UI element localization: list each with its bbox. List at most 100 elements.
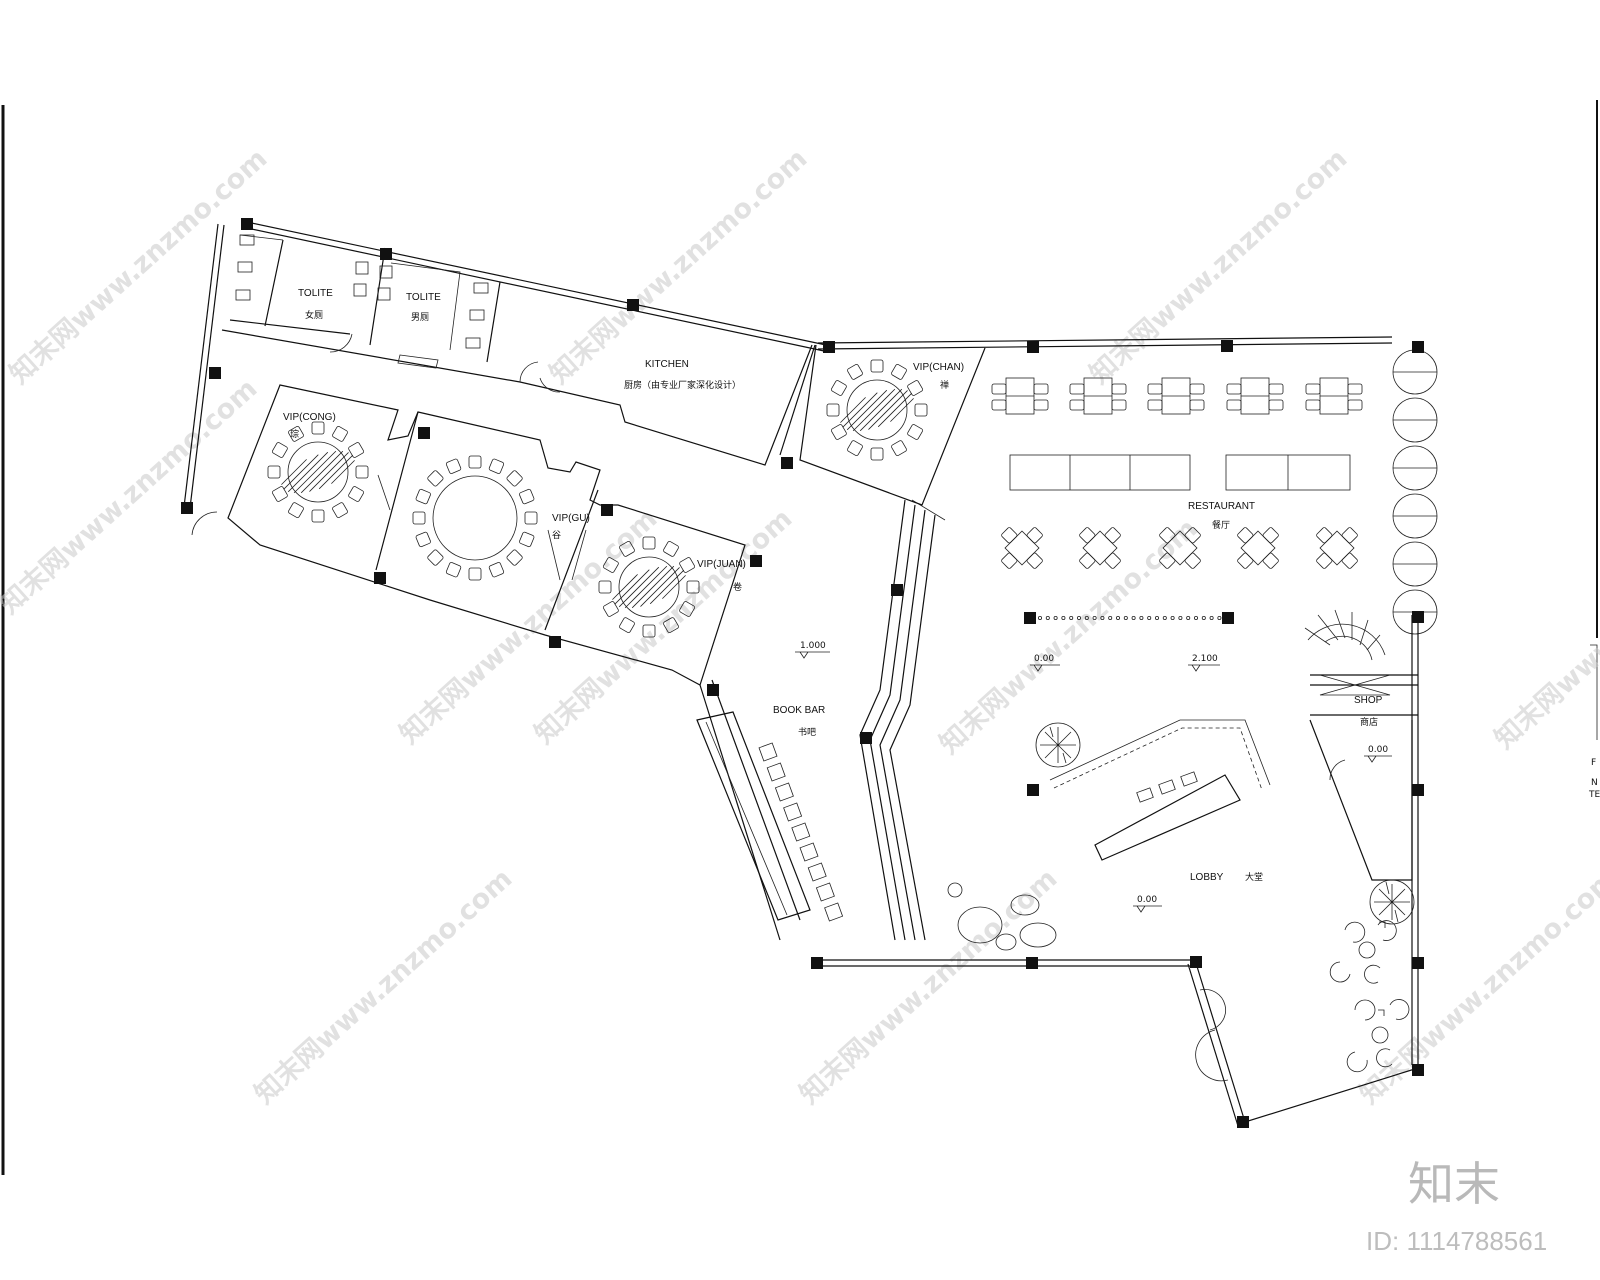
column xyxy=(823,341,835,353)
bar-stool xyxy=(758,742,778,762)
column xyxy=(1026,957,1038,969)
chair xyxy=(272,442,288,458)
bar-stool xyxy=(807,862,827,882)
chair xyxy=(642,536,656,550)
chair xyxy=(427,549,444,566)
shop-cn: 商店 xyxy=(1360,716,1378,728)
watermark-text: 知末网www.znzmo.com xyxy=(544,143,813,390)
bead xyxy=(1217,616,1222,621)
bar-stool xyxy=(774,782,794,802)
chair xyxy=(826,403,840,417)
column xyxy=(380,248,392,260)
elevation-restaurant-right: 2.100 xyxy=(1192,654,1218,664)
lounge-seating xyxy=(1329,920,1410,1073)
restroom-fixtures xyxy=(235,234,489,369)
column xyxy=(418,427,430,439)
bead xyxy=(1053,616,1058,621)
book-bar-label: BOOK BAR xyxy=(773,705,825,716)
chair xyxy=(663,541,679,557)
watermark-text: 知末网www.znzmo.com xyxy=(4,143,273,390)
bead xyxy=(1061,616,1066,621)
chair xyxy=(831,380,847,396)
book-bar-area xyxy=(696,499,946,941)
bead xyxy=(1201,616,1206,621)
round-table xyxy=(412,455,538,581)
bead xyxy=(1045,616,1050,621)
chair xyxy=(468,455,482,469)
chair xyxy=(847,440,863,456)
vip-juan-cn: 卷 xyxy=(733,581,742,593)
elevation-lobby: 0.00 xyxy=(1137,895,1157,905)
tolite-men-label: TOLITE xyxy=(406,292,441,303)
chair xyxy=(663,617,679,633)
bead xyxy=(1139,616,1144,621)
bead xyxy=(1038,616,1043,621)
watermark-text: 知末网www.znzmo.com xyxy=(1084,143,1353,390)
chair xyxy=(311,509,325,523)
tolite-men-cn: 男厕 xyxy=(411,312,429,323)
chair xyxy=(686,580,700,594)
column xyxy=(241,218,253,230)
chair xyxy=(415,531,431,548)
chair xyxy=(891,364,907,380)
chair xyxy=(415,488,431,505)
elevation-book-bar: 1.000 xyxy=(800,641,826,651)
chair xyxy=(288,426,304,442)
chair xyxy=(506,470,523,487)
edge-text: F xyxy=(1591,758,1596,768)
bead xyxy=(1186,616,1191,621)
column xyxy=(707,684,719,696)
bead xyxy=(1178,616,1183,621)
kitchen-cn: 厨房（由专业厂家深化设计） xyxy=(624,379,741,391)
shop-label: SHOP xyxy=(1354,695,1383,706)
round-table xyxy=(267,421,369,523)
bar-stool xyxy=(799,842,819,862)
square-table xyxy=(1305,377,1363,415)
watermark-text: 知末网www.znzmo.com xyxy=(249,863,518,1110)
bead xyxy=(1194,616,1199,621)
bead xyxy=(1123,616,1128,621)
chair xyxy=(914,403,928,417)
bead xyxy=(1108,616,1113,621)
column xyxy=(601,504,613,516)
vip-cong-label: VIP(CONG) xyxy=(283,412,336,423)
structural-columns xyxy=(181,218,1424,1128)
bead xyxy=(1162,616,1167,621)
chair xyxy=(619,617,635,633)
chair xyxy=(506,549,523,566)
column xyxy=(374,572,386,584)
vip-gu-cn: 谷 xyxy=(552,530,561,541)
vip-juan-label: VIP(JUAN) xyxy=(697,559,746,570)
chair xyxy=(355,465,369,479)
elevation-shop: 0.00 xyxy=(1368,745,1388,755)
column xyxy=(750,555,762,567)
west-wing xyxy=(183,221,827,941)
chair xyxy=(603,557,619,573)
lobby-cn: 大堂 xyxy=(1245,871,1263,883)
column xyxy=(1412,611,1424,623)
bead xyxy=(1077,616,1082,621)
tree-icon xyxy=(1035,722,1081,768)
bead xyxy=(1084,616,1089,621)
elevation-marks: 1.000 0.00 2.100 0.00 0.00 xyxy=(795,641,1392,913)
column xyxy=(1412,957,1424,969)
kitchen-label: KITCHEN xyxy=(645,359,689,370)
watermark-id: ID: 1114788561 xyxy=(1366,1226,1547,1256)
chair xyxy=(847,364,863,380)
diamond-table xyxy=(1316,527,1358,569)
square-table xyxy=(1226,377,1284,415)
column xyxy=(1221,340,1233,352)
tolite-women-cn: 女厕 xyxy=(305,309,323,321)
vip-cong-cn: 琮 xyxy=(290,428,299,440)
chair xyxy=(870,359,884,373)
column xyxy=(1027,784,1039,796)
restaurant-cn: 餐厅 xyxy=(1212,519,1230,531)
column xyxy=(1024,612,1036,624)
chair xyxy=(679,601,695,617)
watermark-text: 知末网www.znzmo.com xyxy=(0,373,263,620)
chair xyxy=(267,465,281,479)
bead xyxy=(1209,616,1214,621)
column xyxy=(1412,784,1424,796)
column xyxy=(627,299,639,311)
